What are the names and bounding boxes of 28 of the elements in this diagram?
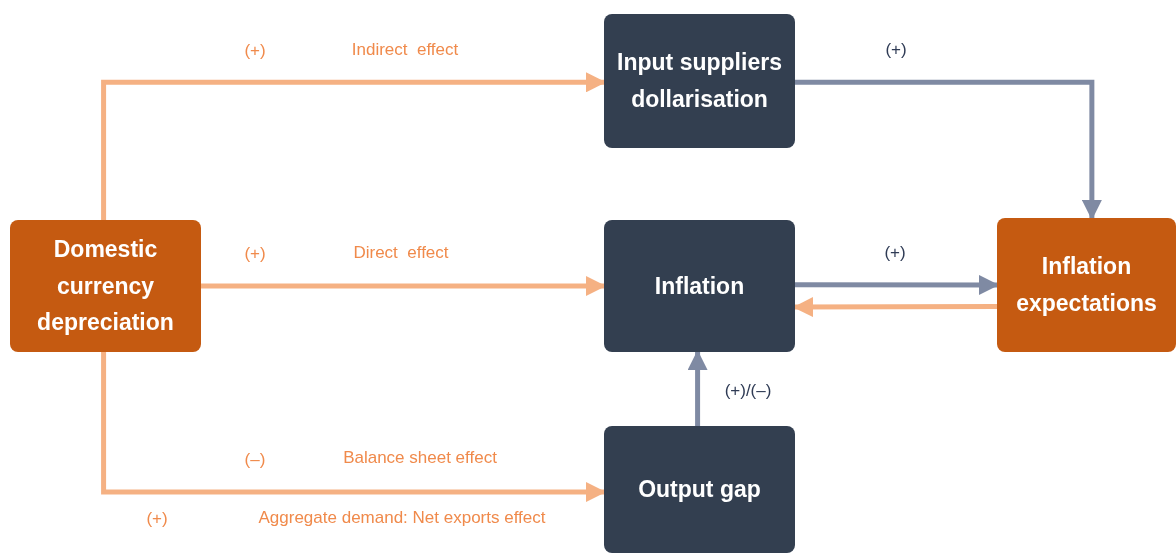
edge-label: (+) xyxy=(884,243,906,263)
process-box xyxy=(604,426,795,553)
box-label: Output gap xyxy=(638,475,761,505)
arrow xyxy=(795,274,999,295)
box-label: Inflation expectations xyxy=(1015,252,1158,318)
box-label: Inflation xyxy=(654,271,745,301)
edge-label: Balance sheet effect xyxy=(343,448,497,468)
effect-label: (–) xyxy=(244,450,266,470)
edge-label: (+) xyxy=(885,40,907,60)
arrow xyxy=(101,72,606,220)
effect-label: (+) xyxy=(244,41,266,61)
arrow xyxy=(793,297,997,318)
edge-label: (+)/(–) xyxy=(724,381,772,401)
arrow xyxy=(687,350,708,426)
effect-label: (+) xyxy=(146,509,168,529)
arrow xyxy=(795,79,1102,220)
box-label: Input suppliers dollarisation xyxy=(616,48,783,114)
process-box xyxy=(997,218,1176,352)
process-box xyxy=(604,220,795,352)
edge-label: Direct effect xyxy=(353,243,449,263)
edge-label: Indirect effect xyxy=(351,40,459,60)
arrow xyxy=(101,352,606,503)
box-label: Domestic currency depreciation xyxy=(36,234,175,338)
process-box xyxy=(10,220,201,352)
effect-label: (+) xyxy=(244,244,266,264)
arrow xyxy=(201,276,606,296)
effect-label: Aggregate demand: Net exports effect xyxy=(258,508,546,528)
process-box xyxy=(604,14,795,148)
